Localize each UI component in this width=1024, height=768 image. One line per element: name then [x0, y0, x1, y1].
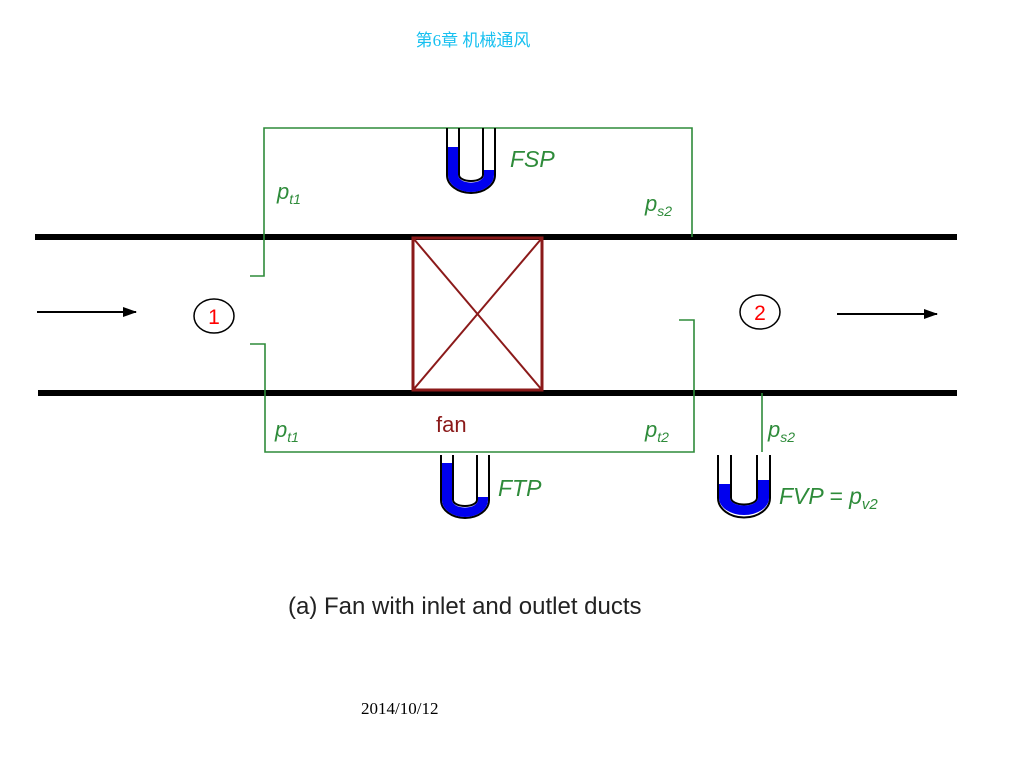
label-pt2-bottom: pt2	[644, 417, 669, 445]
station-1-marker: 1	[193, 298, 235, 334]
fsp-tubing	[250, 127, 693, 277]
svg-text:1: 1	[208, 306, 220, 329]
label-ps2-top: ps2	[644, 191, 672, 219]
ftp-label: FTP	[498, 475, 542, 501]
ftp-tubing	[250, 319, 695, 453]
fsp-label: FSP	[510, 146, 555, 172]
svg-text:2: 2	[754, 302, 766, 325]
fvp-manometer	[717, 455, 771, 519]
slide-header-title: 第6章 机械通风	[415, 31, 531, 50]
station-2-marker: 2	[739, 294, 781, 330]
slide-date: 2014/10/12	[361, 699, 439, 718]
label-pt1-top: pt1	[276, 179, 301, 207]
fan-label: fan	[436, 412, 467, 437]
fvp-label: FVP = pv2	[779, 483, 878, 513]
ftp-manometer	[440, 455, 490, 519]
diagram-caption: (a) Fan with inlet and outlet ducts	[288, 593, 642, 620]
fsp-manometer	[446, 128, 496, 194]
label-pt1-bottom: pt1	[274, 417, 299, 445]
fan-symbol	[411, 236, 544, 392]
label-ps2-bottom: ps2	[767, 417, 795, 445]
